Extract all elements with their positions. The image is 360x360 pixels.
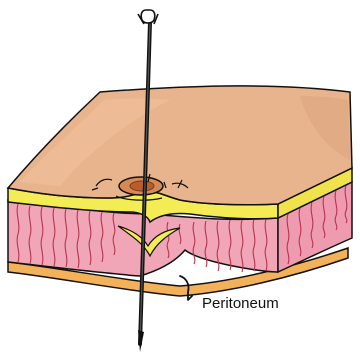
wound-center bbox=[130, 181, 154, 191]
peritoneum-label: Peritoneum bbox=[202, 295, 279, 312]
